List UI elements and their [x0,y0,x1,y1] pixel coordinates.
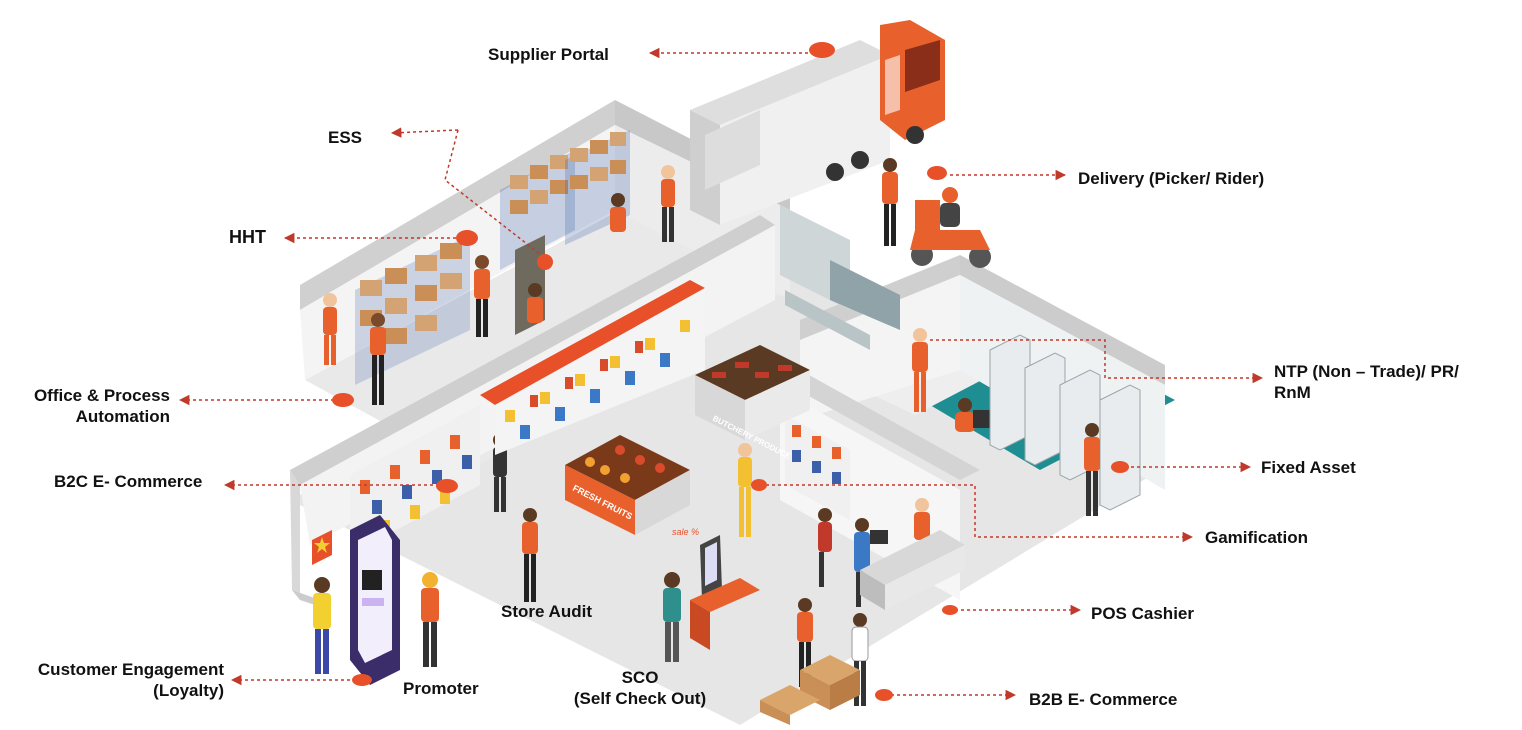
label-customer-line2: (Loyalty) [153,681,224,700]
label-hht: HHT [229,227,266,247]
label-office-line1: Office & Process [33,386,170,405]
label-ess: ESS [328,128,363,147]
label-sco-line2: (Self Check Out) [573,689,707,708]
truck [690,20,945,225]
label-sco-line1: SCO [621,668,659,687]
label-store-audit: Store Audit [501,602,592,621]
label-b2b: B2B E- Commerce [1029,690,1178,709]
label-fixed-asset: Fixed Asset [1261,458,1356,477]
label-gamification: Gamification [1205,528,1308,547]
label-pos-cashier: POS Cashier [1091,604,1194,623]
label-ntp-line2: RnM [1274,383,1311,402]
label-delivery: Delivery (Picker/ Rider) [1078,169,1265,188]
sale-sign: sale % [672,527,699,537]
label-ntp-line1: NTP (Non – Trade)/ PR/ [1274,362,1459,381]
label-sco: SCO (Self Check Out) [560,667,720,709]
label-office-line2: Automation [75,407,170,426]
label-promoter: Promoter [403,679,479,698]
label-b2c: B2C E- Commerce [54,472,203,491]
label-customer-engagement: Customer Engagement (Loyalty) [10,659,224,701]
label-customer-line1: Customer Engagement [37,660,224,679]
label-office-automation: Office & Process Automation [14,385,170,427]
store-fixtures: BUTCHERY PRODUCE FRESH FRUITS sale % [312,280,965,725]
label-supplier-portal: Supplier Portal [488,45,609,64]
label-ntp: NTP (Non – Trade)/ PR/ RnM [1274,361,1459,403]
hotspot-dots [332,42,1129,701]
connectors [178,47,1264,701]
